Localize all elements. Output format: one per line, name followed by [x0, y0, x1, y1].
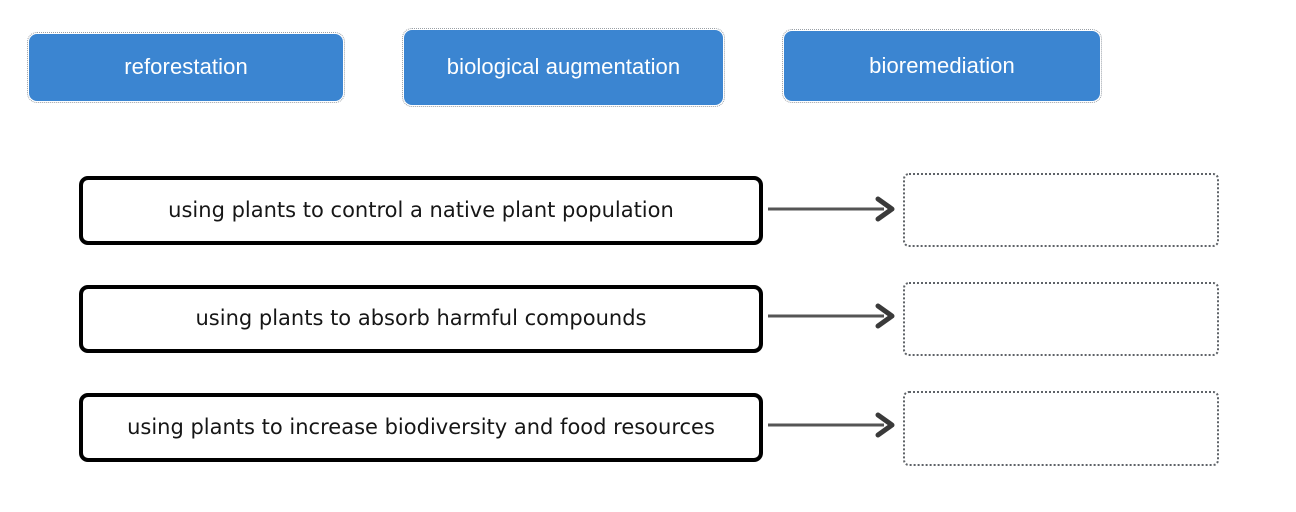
term-chip-label: bioremediation [869, 52, 1015, 78]
arrow-right-icon [768, 196, 895, 222]
arrow-right-icon [768, 303, 895, 329]
answer-dropzone[interactable] [903, 173, 1219, 247]
answer-dropzone[interactable] [903, 282, 1219, 356]
term-chip-label: reforestation [124, 54, 248, 80]
definition-box: using plants to increase biodiversity an… [79, 393, 763, 462]
definition-text: using plants to increase biodiversity an… [127, 414, 715, 439]
term-chip-bioremediation[interactable]: bioremediation [782, 29, 1102, 103]
term-chip-label: biological augmentation [446, 54, 681, 80]
definition-text: using plants to absorb harmful compounds [195, 306, 647, 331]
definition-box: using plants to absorb harmful compounds [79, 285, 763, 353]
answer-dropzone[interactable] [903, 391, 1219, 466]
definition-text: using plants to control a native plant p… [168, 197, 674, 222]
term-chip-reforestation[interactable]: reforestation [27, 32, 345, 103]
arrow-right-icon [768, 412, 895, 438]
term-chip-biological-augmentation[interactable]: biological augmentation [402, 28, 725, 107]
definition-box: using plants to control a native plant p… [79, 176, 763, 245]
